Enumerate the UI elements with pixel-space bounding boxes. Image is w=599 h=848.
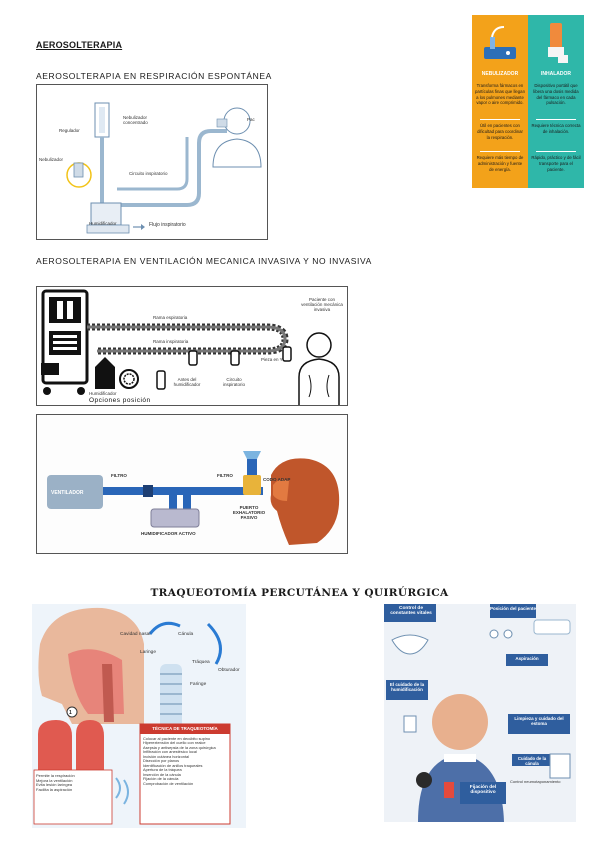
- ventilator-circuit-diagram: VENTILADOR FILTRO FILTRO HUMIDIFICADOR A…: [36, 414, 348, 554]
- label-active-humidifier: HUMIDIFICADOR ACTIVO: [141, 531, 196, 536]
- label-options: Opciones posición: [89, 397, 151, 404]
- inhaler-divider: [536, 119, 576, 120]
- tracheotomy-anatomy-infographic: Cavidad nasal Laringe Cánula Tráquea Obt…: [32, 604, 246, 828]
- inhaler-text-1: Dispositivo portátil que libera una dosi…: [533, 83, 579, 106]
- label-ypiece: Pieza en Y: [261, 357, 283, 362]
- label-inspiratory: Rama inspiratoria: [153, 339, 189, 344]
- nebulizer-column: NEBULIZADOR Transforma fármacos en partí…: [472, 15, 528, 188]
- technique-step: Asepsia y antisepsia de la zona quirúrgi…: [143, 744, 216, 750]
- care-cuff: Control neumotaponamiento: [510, 779, 561, 784]
- section-heading-mechanical: AEROSOLTERAPIA EN VENTILACIÓN MECANICA I…: [36, 256, 372, 266]
- care-aspiration: Aspiración: [515, 656, 539, 661]
- technique-step: Identificación de anillos traqueales: [143, 762, 203, 768]
- technique-step: Disección por planos: [143, 758, 180, 764]
- technique-step: Hiperextensión del cuello con realce: [143, 740, 206, 746]
- label-larynx: Laringe: [140, 650, 157, 655]
- label-flow: Flujo inspiratorio: [149, 222, 186, 228]
- label-option-1: Antes del humidificador: [173, 377, 201, 388]
- technique-step: Colocar al paciente en decúbito supino: [143, 736, 211, 741]
- inhaler-column: INHALADOR Dispositivo portátil que liber…: [528, 15, 584, 188]
- label-expiratory: Rama espiratoria: [153, 315, 188, 320]
- label-pharynx: Faringe: [190, 682, 207, 687]
- label-elbow: CODO ADAP: [263, 477, 291, 482]
- section-heading-spontaneous: AEROSOLTERAPIA EN RESPIRACIÓN ESPONTÁNEA: [36, 71, 272, 81]
- care-position: Posición del paciente: [490, 606, 537, 611]
- function-item: Mejora la ventilación: [36, 777, 73, 783]
- nebulizer-divider-2: [480, 151, 520, 152]
- ventilator-diagram-art: [41, 289, 340, 405]
- label-reservoir: Nebulizador concentrado: [123, 115, 148, 126]
- inhaler-divider-2: [536, 151, 576, 152]
- label-humidifier: Humidificador: [89, 221, 117, 226]
- marker-1: 1: [69, 710, 72, 716]
- label-exhalation-port: PUERTO EXHALATORIO PASIVO: [232, 505, 266, 521]
- technique-box-title: TÉCNICA DE TRAQUEOTOMÍA: [152, 726, 218, 731]
- nebulizer-text-1: Transforma fármacos en partículas finas …: [475, 83, 525, 106]
- nebulizer-title: NEBULIZADOR: [481, 71, 519, 77]
- label-option-2: Circuito inspiratorio: [222, 377, 245, 388]
- technique-step: Apertura de la tráquea: [143, 767, 182, 773]
- care-humidification: El cuidado de la humidificación: [389, 682, 425, 692]
- ventilator-circuit-art: [37, 415, 347, 553]
- nebulizer-divider: [480, 119, 520, 120]
- care-vital-signs: Control de constantes vitales: [390, 606, 432, 616]
- document-title: AEROSOLTERAPIA: [36, 40, 123, 50]
- inhaler-text-3: Rápido, práctico y de fácil transporte p…: [531, 155, 581, 172]
- care-fixation: Fijación del dispositivo: [469, 785, 497, 795]
- label-nebulizer-cup: Nebulizador: [39, 157, 64, 162]
- section-heading-tracheotomy: TRAQUEOTOMÍA PERCUTÁNEA Y QUIRÚRGICA: [150, 587, 449, 599]
- tracheostomy-care-art: [384, 604, 576, 822]
- inhaler-text-2: Requiere técnica correcta de inhalación.: [531, 123, 581, 134]
- spontaneous-diagram: Regulador Nebulizador concentrado Nebuli…: [36, 84, 268, 240]
- inhaler-title: INHALADOR: [541, 71, 571, 77]
- care-cannula: Cuidado de la cánula: [517, 756, 547, 766]
- nebulizer-icon: [484, 26, 516, 59]
- label-regulator: Regulador: [59, 128, 80, 133]
- label-patient-ventilated: Paciente con ventilación mecánica invasi…: [301, 297, 343, 313]
- label-filter-right: FILTRO: [217, 473, 233, 478]
- label-ventilator-box: VENTILADOR: [51, 490, 84, 496]
- function-item: Permite la respiración: [36, 773, 75, 778]
- label-trachea: Tráquea: [192, 660, 210, 665]
- label-obturator: Obturador: [218, 668, 240, 673]
- function-item: Evita lesión laríngea: [36, 782, 73, 788]
- label-cannula: Cánula: [178, 632, 194, 637]
- tracheotomy-anatomy-art: [32, 604, 246, 828]
- nebulizer-text-3: Requiere más tiempo de administración y …: [476, 155, 524, 172]
- inhaler-icon: [548, 23, 568, 63]
- technique-step: Incisión cutánea horizontal: [143, 753, 190, 759]
- function-item: Facilita la aspiración: [36, 786, 73, 792]
- label-circuit: Circuito inspiratorio: [129, 171, 168, 176]
- nebulizer-text-2: Útil en pacientes con dificultad para co…: [477, 123, 523, 140]
- ventilator-diagram: Rama espiratoria Rama inspiratoria Pieza…: [36, 286, 348, 406]
- technique-step: Comprobación de ventilación: [143, 780, 194, 786]
- technique-step: Infiltración con anestésico local: [143, 749, 197, 755]
- label-humidifier-vent: Humidificador: [89, 391, 117, 396]
- care-stoma: Limpieza y cuidado del estoma: [514, 716, 564, 726]
- technique-step: Inserción de la cánula: [143, 771, 181, 777]
- label-patient: Pac: [247, 117, 255, 122]
- label-nasal: Cavidad nasal: [120, 632, 151, 637]
- function-list: Permite la respiración Mejora la ventila…: [36, 773, 110, 792]
- tracheostomy-care-infographic: Control de constantes vitales Posición d…: [384, 604, 576, 822]
- technique-step: Fijación de la cánula: [143, 776, 179, 782]
- technique-list: Colocar al paciente en decúbito supino H…: [143, 736, 229, 786]
- spontaneous-diagram-art: [37, 85, 267, 239]
- label-filter-left: FILTRO: [111, 473, 127, 478]
- device-comparison-panel: NEBULIZADOR Transforma fármacos en partí…: [472, 15, 584, 188]
